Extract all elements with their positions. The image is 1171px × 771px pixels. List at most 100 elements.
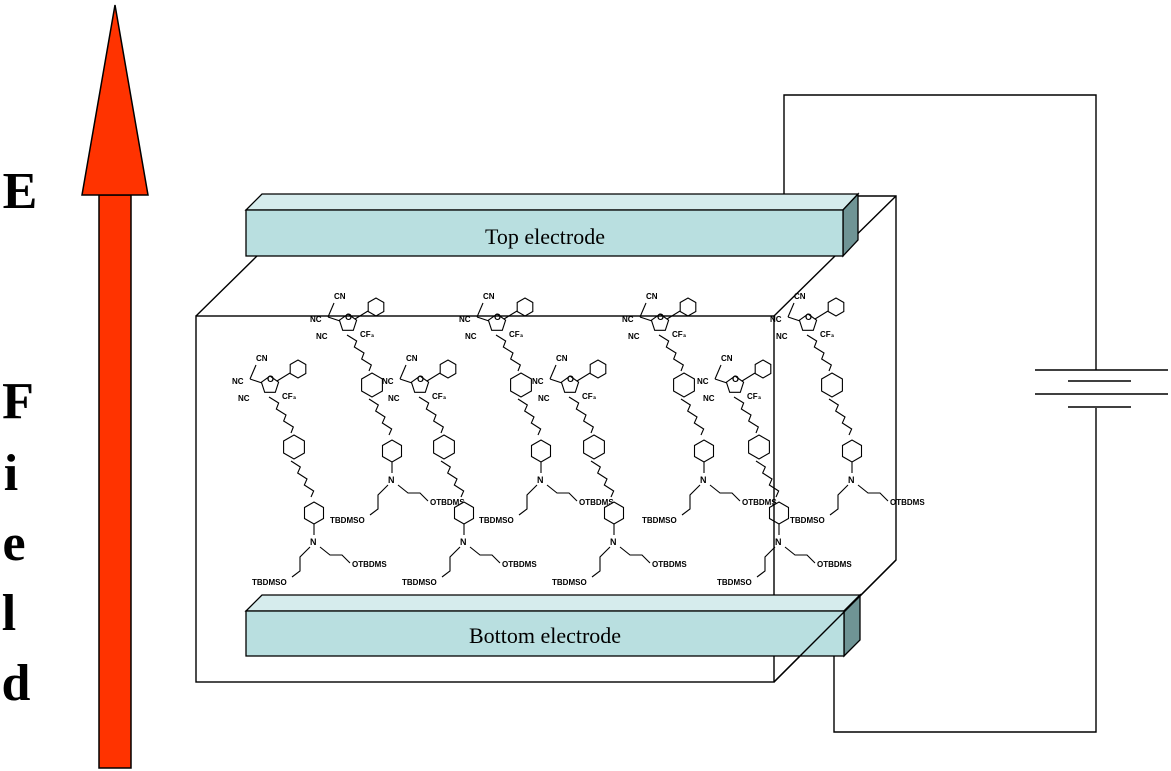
cyclohexene-ring xyxy=(821,372,843,398)
tbdmso-label: TBDMSO xyxy=(790,516,825,525)
polyene-bridge xyxy=(368,398,393,436)
tbdmso-label: TBDMSO xyxy=(717,578,752,587)
phenylene-ring xyxy=(453,501,475,525)
nitrile-label: NC xyxy=(532,377,544,386)
nitrogen-label: N xyxy=(610,537,617,547)
tbdmso-label: TBDMSO xyxy=(479,516,514,525)
cyclohexene-ring xyxy=(510,372,532,398)
polyene-bridge xyxy=(268,396,295,434)
polyene-bridge xyxy=(680,398,705,436)
field-letter-i: i xyxy=(4,445,18,502)
cyclohexene-ring xyxy=(361,372,383,398)
nitrogen-label: N xyxy=(310,537,317,547)
nitrogen-label: N xyxy=(700,475,707,485)
phenyl-ring xyxy=(289,359,307,379)
polyene-bridge xyxy=(418,396,445,434)
field-letter-e2: e xyxy=(2,515,25,572)
nitrile-label: NC xyxy=(628,332,640,341)
field-letter-e: E xyxy=(3,163,38,220)
nitrile-label: NC xyxy=(538,394,550,403)
phenyl-ring xyxy=(754,359,772,379)
field-arrow-shaft xyxy=(98,194,132,769)
polyene-bridge xyxy=(658,334,685,372)
nitrile-label: NC xyxy=(316,332,328,341)
nitrile-label: NC xyxy=(776,332,788,341)
cf3-label: CF₃ xyxy=(360,330,375,339)
field-arrow-head xyxy=(81,4,149,196)
nitrile-label: NC xyxy=(459,315,471,324)
wire-top xyxy=(783,94,1097,370)
chromophore-molecules: OCF₃CNNCNCNTBDMSOOTBDMSOCF₃CNNCNCNTBDMSO… xyxy=(232,292,925,587)
phenylene-ring xyxy=(841,439,863,463)
nitrile-label: NC xyxy=(382,377,394,386)
polyene-bridge xyxy=(755,460,780,498)
top-electrode-front-face xyxy=(245,209,844,257)
nitrogen-label: N xyxy=(460,537,467,547)
phenylene-ring xyxy=(768,501,790,525)
phenyl-ring xyxy=(516,297,534,317)
tbdmso-label: TBDMSO xyxy=(330,516,365,525)
otbdms-label: OTBDMS xyxy=(352,560,387,569)
phenylene-ring xyxy=(693,439,715,463)
polyene-bridge xyxy=(495,334,522,372)
wire-bottom xyxy=(833,408,1097,733)
field-letter-f: F xyxy=(2,373,34,430)
top-electrode: Top electrode xyxy=(244,192,860,258)
nitrile-label: NC xyxy=(232,377,244,386)
nitrile-label: NC xyxy=(388,394,400,403)
oxygen-label: O xyxy=(657,312,664,322)
phenylene-ring xyxy=(381,439,403,463)
top-electrode-label: Top electrode xyxy=(485,224,605,249)
cf3-label: CF₃ xyxy=(672,330,687,339)
tbdmso-label: TBDMSO xyxy=(642,516,677,525)
cyano-label: CN xyxy=(256,354,268,363)
field-axis-label: E F i e l d xyxy=(2,163,38,712)
cyano-label: CN xyxy=(334,292,346,301)
nitrogen-label: N xyxy=(537,475,544,485)
cyano-label: CN xyxy=(721,354,733,363)
tbdmso-label: TBDMSO xyxy=(402,578,437,587)
phenyl-ring xyxy=(367,297,385,317)
otbdms-label: OTBDMS xyxy=(817,560,852,569)
cyclohexene-ring xyxy=(433,434,455,460)
chromophore-3: O CF₃ CN NC NC N TBDMSO OTBDMS xyxy=(622,292,777,525)
film-box-front-edges xyxy=(773,559,897,683)
tbdmso-label: TBDMSO xyxy=(252,578,287,587)
otbdms-label: OTBDMS xyxy=(742,498,777,507)
polyene-bridge xyxy=(590,460,615,498)
otbdms-label: OTBDMS xyxy=(579,498,614,507)
nitrile-label: NC xyxy=(770,315,782,324)
phenyl-ring xyxy=(589,359,607,379)
cf3-label: CF₃ xyxy=(282,392,297,401)
polyene-bridge xyxy=(440,460,465,498)
phenylene-ring xyxy=(530,439,552,463)
bottom-electrode-top-face xyxy=(244,594,862,612)
bottom-electrode-front-face xyxy=(245,610,845,657)
chromophore-5: O CF₃ CN NC NC N TBDMSO OTBDMS xyxy=(232,354,387,587)
nitrile-label: NC xyxy=(238,394,250,403)
cyclohexene-ring xyxy=(583,434,605,460)
nitrile-label: NC xyxy=(703,394,715,403)
polyene-bridge xyxy=(568,396,595,434)
bottom-electrode: Bottom electrode xyxy=(244,593,862,658)
nitrile-label: NC xyxy=(622,315,634,324)
cf3-label: CF₃ xyxy=(582,392,597,401)
oxygen-label: O xyxy=(732,374,739,384)
tbdmso-label: TBDMSO xyxy=(552,578,587,587)
nitrile-label: NC xyxy=(697,377,709,386)
top-electrode-top-face xyxy=(244,193,860,211)
polyene-bridge xyxy=(346,334,373,372)
cyano-label: CN xyxy=(406,354,418,363)
oxygen-label: O xyxy=(567,374,574,384)
phenylene-ring xyxy=(303,501,325,525)
polymer-film-front xyxy=(195,315,775,683)
oxygen-label: O xyxy=(267,374,274,384)
nitrile-label: NC xyxy=(310,315,322,324)
oxygen-label: O xyxy=(417,374,424,384)
otbdms-label: OTBDMS xyxy=(890,498,925,507)
oxygen-label: O xyxy=(805,312,812,322)
otbdms-label: OTBDMS xyxy=(430,498,465,507)
